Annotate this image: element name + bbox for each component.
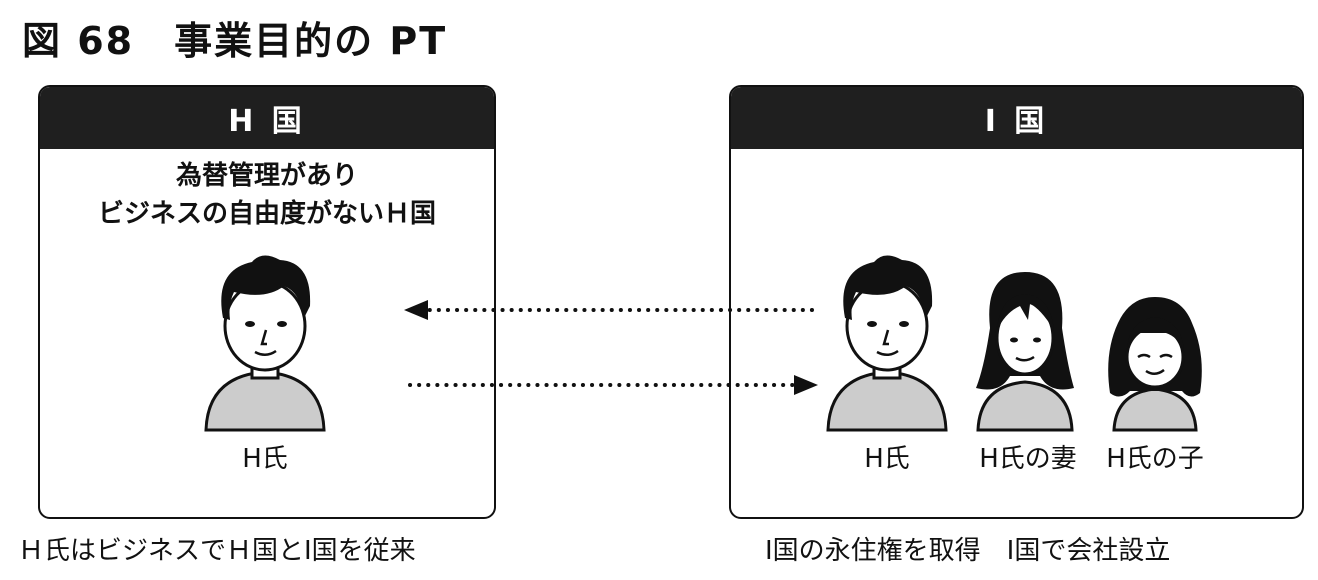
arrow-to-i-country [408, 375, 818, 395]
country-i-box: I 国 [729, 85, 1304, 519]
arrow-to-h-country [404, 300, 814, 320]
mr-h-label: H氏 [242, 444, 288, 474]
figure-title: 図 68 事業目的の PT [22, 19, 448, 63]
country-h-note: 為替管理があり ビジネスの自由度がないＨ国 [40, 157, 494, 233]
caption-right: I国の永住権を取得 I国で会社設立 [765, 536, 1171, 566]
country-h-header: H 国 [40, 87, 494, 149]
country-i-header: I 国 [731, 87, 1302, 149]
mr-h-illustration [204, 255, 326, 432]
caption-left: Ｈ氏はビジネスでＨ国とI国を従来 [18, 536, 416, 566]
mr-h-in-i-illustration [826, 255, 948, 432]
child-label: H氏の子 [1106, 444, 1204, 474]
wife-label: H氏の妻 [979, 444, 1077, 474]
child-illustration [1108, 297, 1202, 432]
wife-illustration [976, 272, 1074, 432]
country-h-note-line1: 為替管理があり [175, 161, 358, 191]
country-h-note-line2: ビジネスの自由度がないＨ国 [97, 199, 436, 229]
mr-h-in-i-label: H氏 [864, 444, 910, 474]
